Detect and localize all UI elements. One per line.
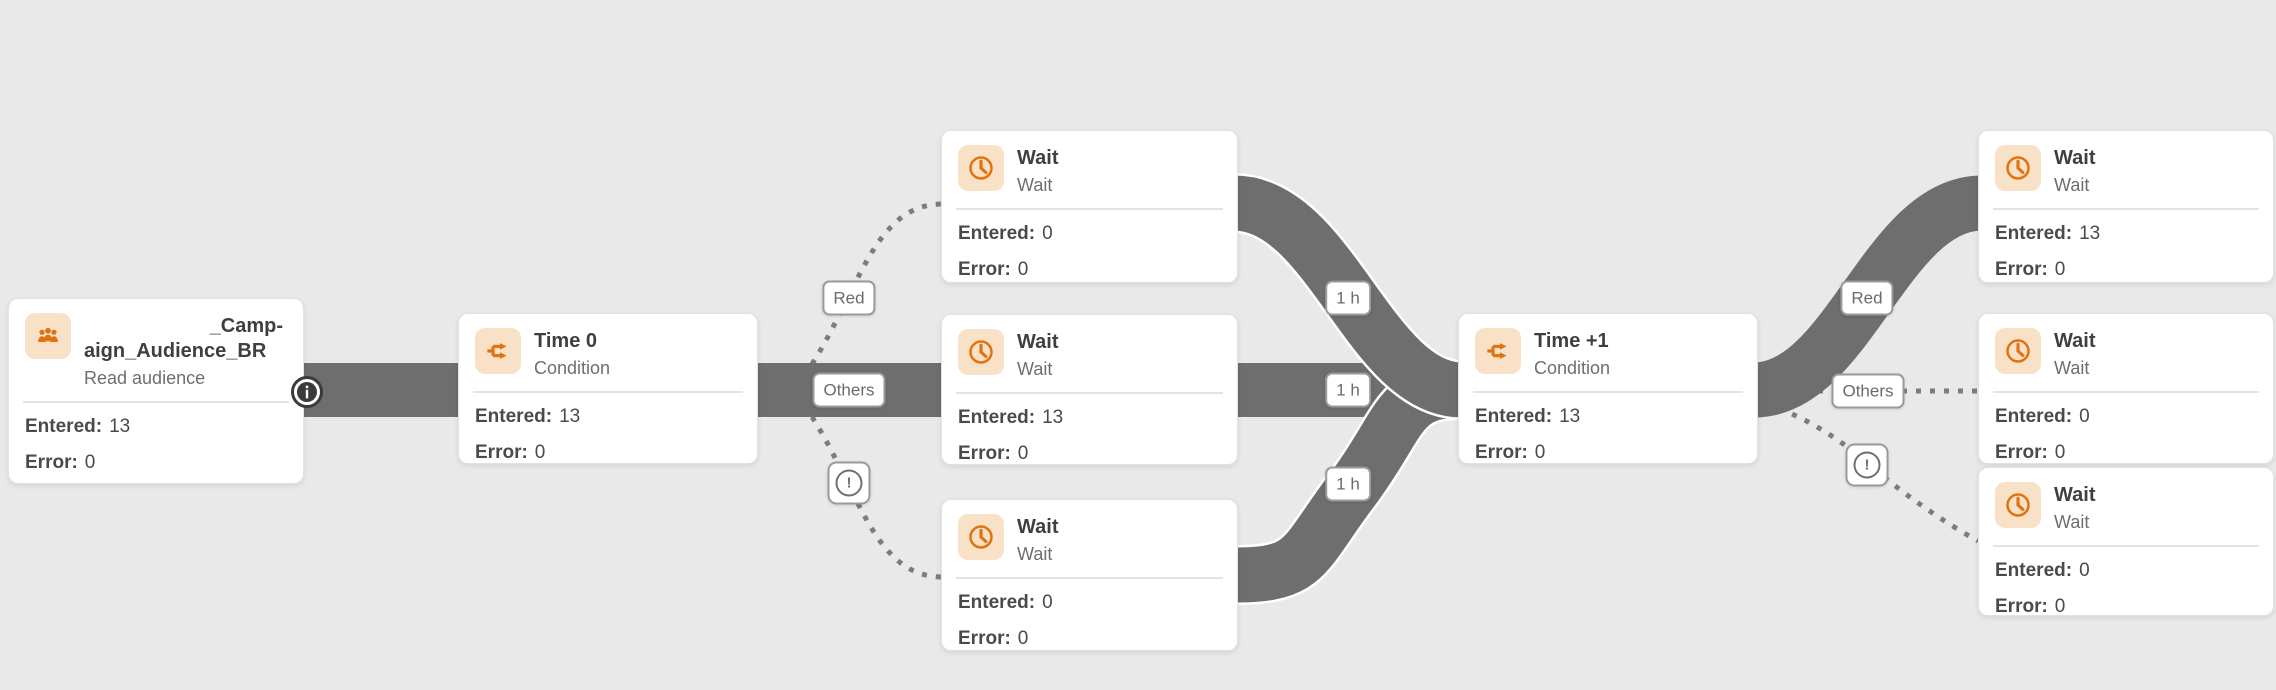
clock-icon <box>1995 145 2041 191</box>
entered-stat: Entered:13 <box>475 406 581 427</box>
error-stat: Error:0 <box>1995 259 2066 280</box>
entered-stat: Entered:13 <box>958 407 1064 428</box>
clock-icon <box>1995 482 2041 528</box>
exclamation-icon: ! <box>1853 451 1881 479</box>
audience-icon <box>25 313 71 359</box>
node-subtitle: Read audience <box>84 368 206 388</box>
entered-stat: Entered:13 <box>1475 406 1581 427</box>
error-stat: Error:0 <box>1995 596 2066 617</box>
condition-icon <box>1475 328 1521 374</box>
condition-icon <box>475 328 521 374</box>
node-title: Wait <box>2054 484 2096 506</box>
node-subtitle: Wait <box>1017 544 1053 564</box>
clock-icon <box>958 145 1004 191</box>
node-subtitle: Wait <box>2054 175 2090 195</box>
error-stat: Error:0 <box>958 628 1029 649</box>
divider <box>1993 208 2259 210</box>
entered-stat: Entered:0 <box>1995 406 2090 427</box>
node-title: Wait <box>1017 516 1059 538</box>
divider <box>956 577 1223 579</box>
node-subtitle: Wait <box>2054 512 2090 532</box>
error-stat: Error:0 <box>958 259 1029 280</box>
node-condition-time-plus1[interactable]: Time +1 Condition Entered:13 Error:0 <box>1458 313 1758 464</box>
transition-error-badge-left[interactable]: ! <box>827 461 871 505</box>
transition-label-others-right[interactable]: Others <box>1831 373 1905 409</box>
node-condition-time0[interactable]: Time 0 Condition Entered:13 Error:0 <box>458 313 758 464</box>
node-title: Time 0 <box>534 330 597 352</box>
transition-label-1h-middle[interactable]: 1 h <box>1325 372 1371 408</box>
node-wait-middle-center[interactable]: Wait Wait Entered:13 Error:0 <box>941 314 1238 465</box>
divider <box>473 391 743 393</box>
node-title-line1: _Camp- <box>209 315 283 337</box>
node-title-line2: aign_Audience_BR <box>84 340 267 362</box>
node-wait-bottom-right[interactable]: Wait Wait Entered:0 Error:0 <box>1978 467 2274 617</box>
node-subtitle: Wait <box>2054 358 2090 378</box>
transition-label-1h-bottom[interactable]: 1 h <box>1325 466 1371 502</box>
error-stat: Error:0 <box>958 443 1029 464</box>
transition-label-others-left[interactable]: Others <box>812 372 886 408</box>
node-wait-bottom-center[interactable]: Wait Wait Entered:0 Error:0 <box>941 499 1238 651</box>
node-subtitle: Wait <box>1017 175 1053 195</box>
entered-stat: Entered:0 <box>958 592 1053 613</box>
exclamation-icon: ! <box>835 469 863 497</box>
clock-icon <box>958 514 1004 560</box>
clock-icon <box>958 329 1004 375</box>
error-stat: Error:0 <box>1475 442 1546 463</box>
entered-stat: Entered:13 <box>25 416 131 437</box>
node-title: Wait <box>2054 147 2096 169</box>
node-subtitle: Condition <box>534 358 611 378</box>
divider <box>1993 545 2259 547</box>
node-subtitle: Wait <box>1017 359 1053 379</box>
divider <box>1993 391 2259 393</box>
transition-label-red-left[interactable]: Red <box>822 280 876 316</box>
entered-stat: Entered:0 <box>1995 560 2090 581</box>
node-title: Wait <box>1017 147 1059 169</box>
transition-label-1h-top[interactable]: 1 h <box>1325 280 1371 316</box>
divider <box>23 401 289 403</box>
divider <box>956 208 1223 210</box>
transition-label-red-right[interactable]: Red <box>1840 280 1894 316</box>
error-stat: Error:0 <box>25 452 96 473</box>
node-wait-top-right[interactable]: Wait Wait Entered:13 Error:0 <box>1978 130 2274 283</box>
transition-error-badge-right[interactable]: ! <box>1845 443 1889 487</box>
info-button[interactable] <box>289 374 325 410</box>
node-title: Time +1 <box>1534 330 1609 352</box>
divider <box>1473 391 1743 393</box>
node-read-audience[interactable]: _Camp- aign_Audience_BR Read audience En… <box>8 298 304 484</box>
node-title: Wait <box>1017 331 1059 353</box>
node-wait-middle-right[interactable]: Wait Wait Entered:0 Error:0 <box>1978 313 2274 464</box>
node-title: Wait <box>2054 330 2096 352</box>
entered-stat: Entered:13 <box>1995 223 2101 244</box>
node-subtitle: Condition <box>1534 358 1611 378</box>
node-wait-top-center[interactable]: Wait Wait Entered:0 Error:0 <box>941 130 1238 283</box>
error-stat: Error:0 <box>475 442 546 463</box>
clock-icon <box>1995 328 2041 374</box>
entered-stat: Entered:0 <box>958 223 1053 244</box>
divider <box>956 392 1223 394</box>
error-stat: Error:0 <box>1995 442 2066 463</box>
